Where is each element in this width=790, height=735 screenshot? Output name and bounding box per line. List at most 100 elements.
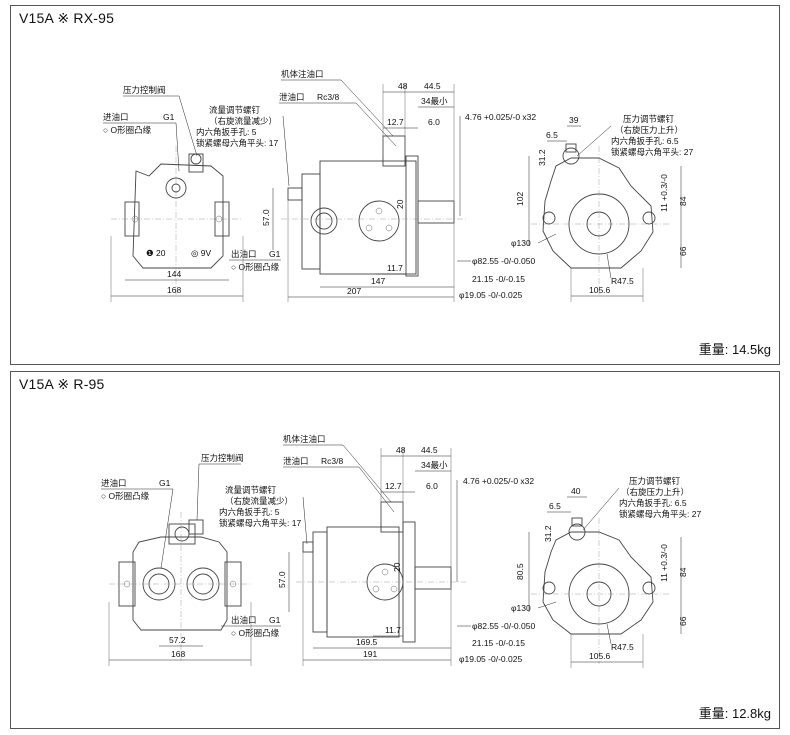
outlet-flange-label: ○ O形圈凸缘 xyxy=(231,628,280,638)
hex-socket-label: 内六角扳手孔: 5 xyxy=(196,127,257,137)
dim-overall-front: 168 xyxy=(171,649,185,659)
dim-key: 4.76 +0.025/-0 x32 xyxy=(463,476,534,486)
dim-21-15: 21.15 -0/-0.15 xyxy=(472,274,525,284)
dim-169-5: 169.5 xyxy=(356,637,378,647)
inlet-label: 进油口 xyxy=(103,112,129,122)
drain-port-label: 泄油口 xyxy=(283,456,309,466)
relief-valve-label: 压力控制阀 xyxy=(123,85,166,95)
dim-191: 191 xyxy=(363,649,377,659)
pressure-screw-note: （右旋压力上升） xyxy=(615,125,683,135)
flow-screw-label: 流量调节螺钉 xyxy=(225,485,277,495)
flow-screw-note: （右旋流量减少） xyxy=(209,116,277,126)
outlet-label: 出油口 xyxy=(231,615,257,625)
lock-nut-2-label: 锁紧螺母六角平头: 27 xyxy=(619,509,701,519)
lock-nut-label: 锁紧螺母六角平头: 17 xyxy=(219,518,301,528)
lock-nut-label: 锁紧螺母六角平头: 17 xyxy=(196,138,278,148)
dim-6-0: 6.0 xyxy=(426,481,438,491)
dim-phi19: φ19.05 -0/-0.025 xyxy=(459,654,522,664)
outlet-label: 出油口 xyxy=(231,249,257,259)
dim-width-front: 144 xyxy=(167,269,181,279)
drawing-panel-rx95: V15A ※ RX-95 重量: 14.5kg ❶ 20 ◎ 9V 压力控制阀 … xyxy=(10,5,780,365)
weight-label: 重量: 14.5kg xyxy=(698,342,771,357)
drawing-r95: 压力控制阀 进油口 G1 ○ O形圈凸缘 流量调节螺钉 （右旋流量减少） 内六角… xyxy=(101,434,701,668)
dim-34min: 34最小 xyxy=(421,96,448,106)
dim-84: 84 xyxy=(678,567,688,577)
flow-screw-note: （右旋流量减少） xyxy=(225,496,293,506)
dim-6-5: 6.5 xyxy=(546,130,558,140)
dim-39: 39 xyxy=(569,115,579,125)
dim-phi82: φ82.55 -0/-0.050 xyxy=(472,256,535,266)
dim-phi82: φ82.55 -0/-0.050 xyxy=(472,621,535,631)
dim-44-5: 44.5 xyxy=(424,81,441,91)
dim-overall-front: 168 xyxy=(167,285,181,295)
dim-20: 20 xyxy=(392,562,402,572)
dim-84: 84 xyxy=(678,196,688,206)
dim-11-7: 11.7 xyxy=(385,625,401,635)
dim-6-0: 6.0 xyxy=(428,117,440,127)
dim-21-15: 21.15 -0/-0.15 xyxy=(472,638,525,648)
dim-20: 20 xyxy=(395,199,405,209)
pressure-screw-label: 压力调节螺钉 xyxy=(629,476,681,486)
front-view xyxy=(109,512,251,662)
dim-57: 57.0 xyxy=(261,209,271,226)
hex-socket-2-label: 内六角扳手孔: 6.5 xyxy=(611,136,679,146)
dim-80-5: 80.5 xyxy=(515,563,525,580)
dim-phi19: φ19.05 -0/-0.025 xyxy=(459,290,522,300)
dim-12-7: 12.7 xyxy=(387,117,404,127)
weight-label: 重量: 12.8kg xyxy=(698,706,771,721)
drain-port-spec: Rc3/8 xyxy=(317,92,339,102)
dim-66: 66 xyxy=(678,616,688,626)
rear-view xyxy=(531,143,671,296)
inlet-spec: G1 xyxy=(159,478,171,488)
dim-port-spacing: 57.2 xyxy=(169,635,186,645)
svg-text:◎ 9V: ◎ 9V xyxy=(191,248,212,258)
dim-105-6: 105.6 xyxy=(589,285,611,295)
svg-text:❶ 20: ❶ 20 xyxy=(146,248,166,258)
lock-nut-2-label: 锁紧螺母六角平头: 27 xyxy=(611,147,693,157)
front-view: ❶ 20 ◎ 9V xyxy=(111,146,241,296)
dim-48: 48 xyxy=(396,445,406,455)
dim-11-7: 11.7 xyxy=(387,263,403,273)
dim-6-5: 6.5 xyxy=(549,501,561,511)
hex-socket-2-label: 内六角扳手孔: 6.5 xyxy=(619,498,687,508)
panel-title: V15A ※ R-95 xyxy=(19,376,105,392)
panel-title: V15A ※ RX-95 xyxy=(19,10,115,26)
drain-port-spec: Rc3/8 xyxy=(321,456,343,466)
pressure-screw-label: 压力调节螺钉 xyxy=(623,114,675,124)
dim-102: 102 xyxy=(515,192,525,206)
dim-r47-5: R47.5 xyxy=(611,276,634,286)
fill-port-label: 机体注油口 xyxy=(283,434,326,444)
inlet-label: 进油口 xyxy=(101,478,127,488)
drawing-rx95: ❶ 20 ◎ 9V 压力控制阀 进油口 G1 ○ O形圈凸缘 流量调节螺钉 （右… xyxy=(103,69,693,302)
dim-12-7: 12.7 xyxy=(385,481,402,491)
flow-screw-label: 流量调节螺钉 xyxy=(209,105,261,115)
inlet-spec: G1 xyxy=(163,112,175,122)
outlet-spec: G1 xyxy=(269,249,281,259)
side-view xyxy=(281,135,466,277)
dim-phi130: φ130 xyxy=(511,238,531,248)
dim-phi130: φ130 xyxy=(511,603,531,613)
dim-66: 66 xyxy=(678,246,688,256)
dim-207: 207 xyxy=(347,286,361,296)
dim-31-2: 31.2 xyxy=(537,149,547,166)
hex-socket-label: 内六角扳手孔: 5 xyxy=(219,507,280,517)
pressure-screw-note: （右旋压力上升） xyxy=(621,487,689,497)
dim-34min: 34最小 xyxy=(421,460,448,470)
drawing-panel-r95: V15A ※ R-95 重量: 12.8kg 压力控制阀 进油口 G1 ○ O形… xyxy=(10,371,780,729)
dim-105-6: 105.6 xyxy=(589,651,611,661)
dim-147: 147 xyxy=(371,276,385,286)
dim-11-tol: 11 +0.3/-0 xyxy=(659,174,669,212)
dim-44-5: 44.5 xyxy=(421,445,438,455)
side-view xyxy=(296,501,466,643)
relief-valve-label: 压力控制阀 xyxy=(201,453,244,463)
inlet-flange-label: ○ O形圈凸缘 xyxy=(101,491,150,501)
dim-r47-5: R47.5 xyxy=(611,642,634,652)
dim-key: 4.76 +0.025/-0 x32 xyxy=(465,112,536,122)
rear-view xyxy=(531,517,671,664)
dim-31-2: 31.2 xyxy=(543,525,553,542)
dim-11-tol: 11 +0.3/-0 xyxy=(659,544,669,582)
dim-48: 48 xyxy=(398,81,408,91)
drain-port-label: 泄油口 xyxy=(279,92,305,102)
outlet-flange-label: ○ O形圈凸缘 xyxy=(231,262,280,272)
dim-57: 57.0 xyxy=(277,571,287,588)
